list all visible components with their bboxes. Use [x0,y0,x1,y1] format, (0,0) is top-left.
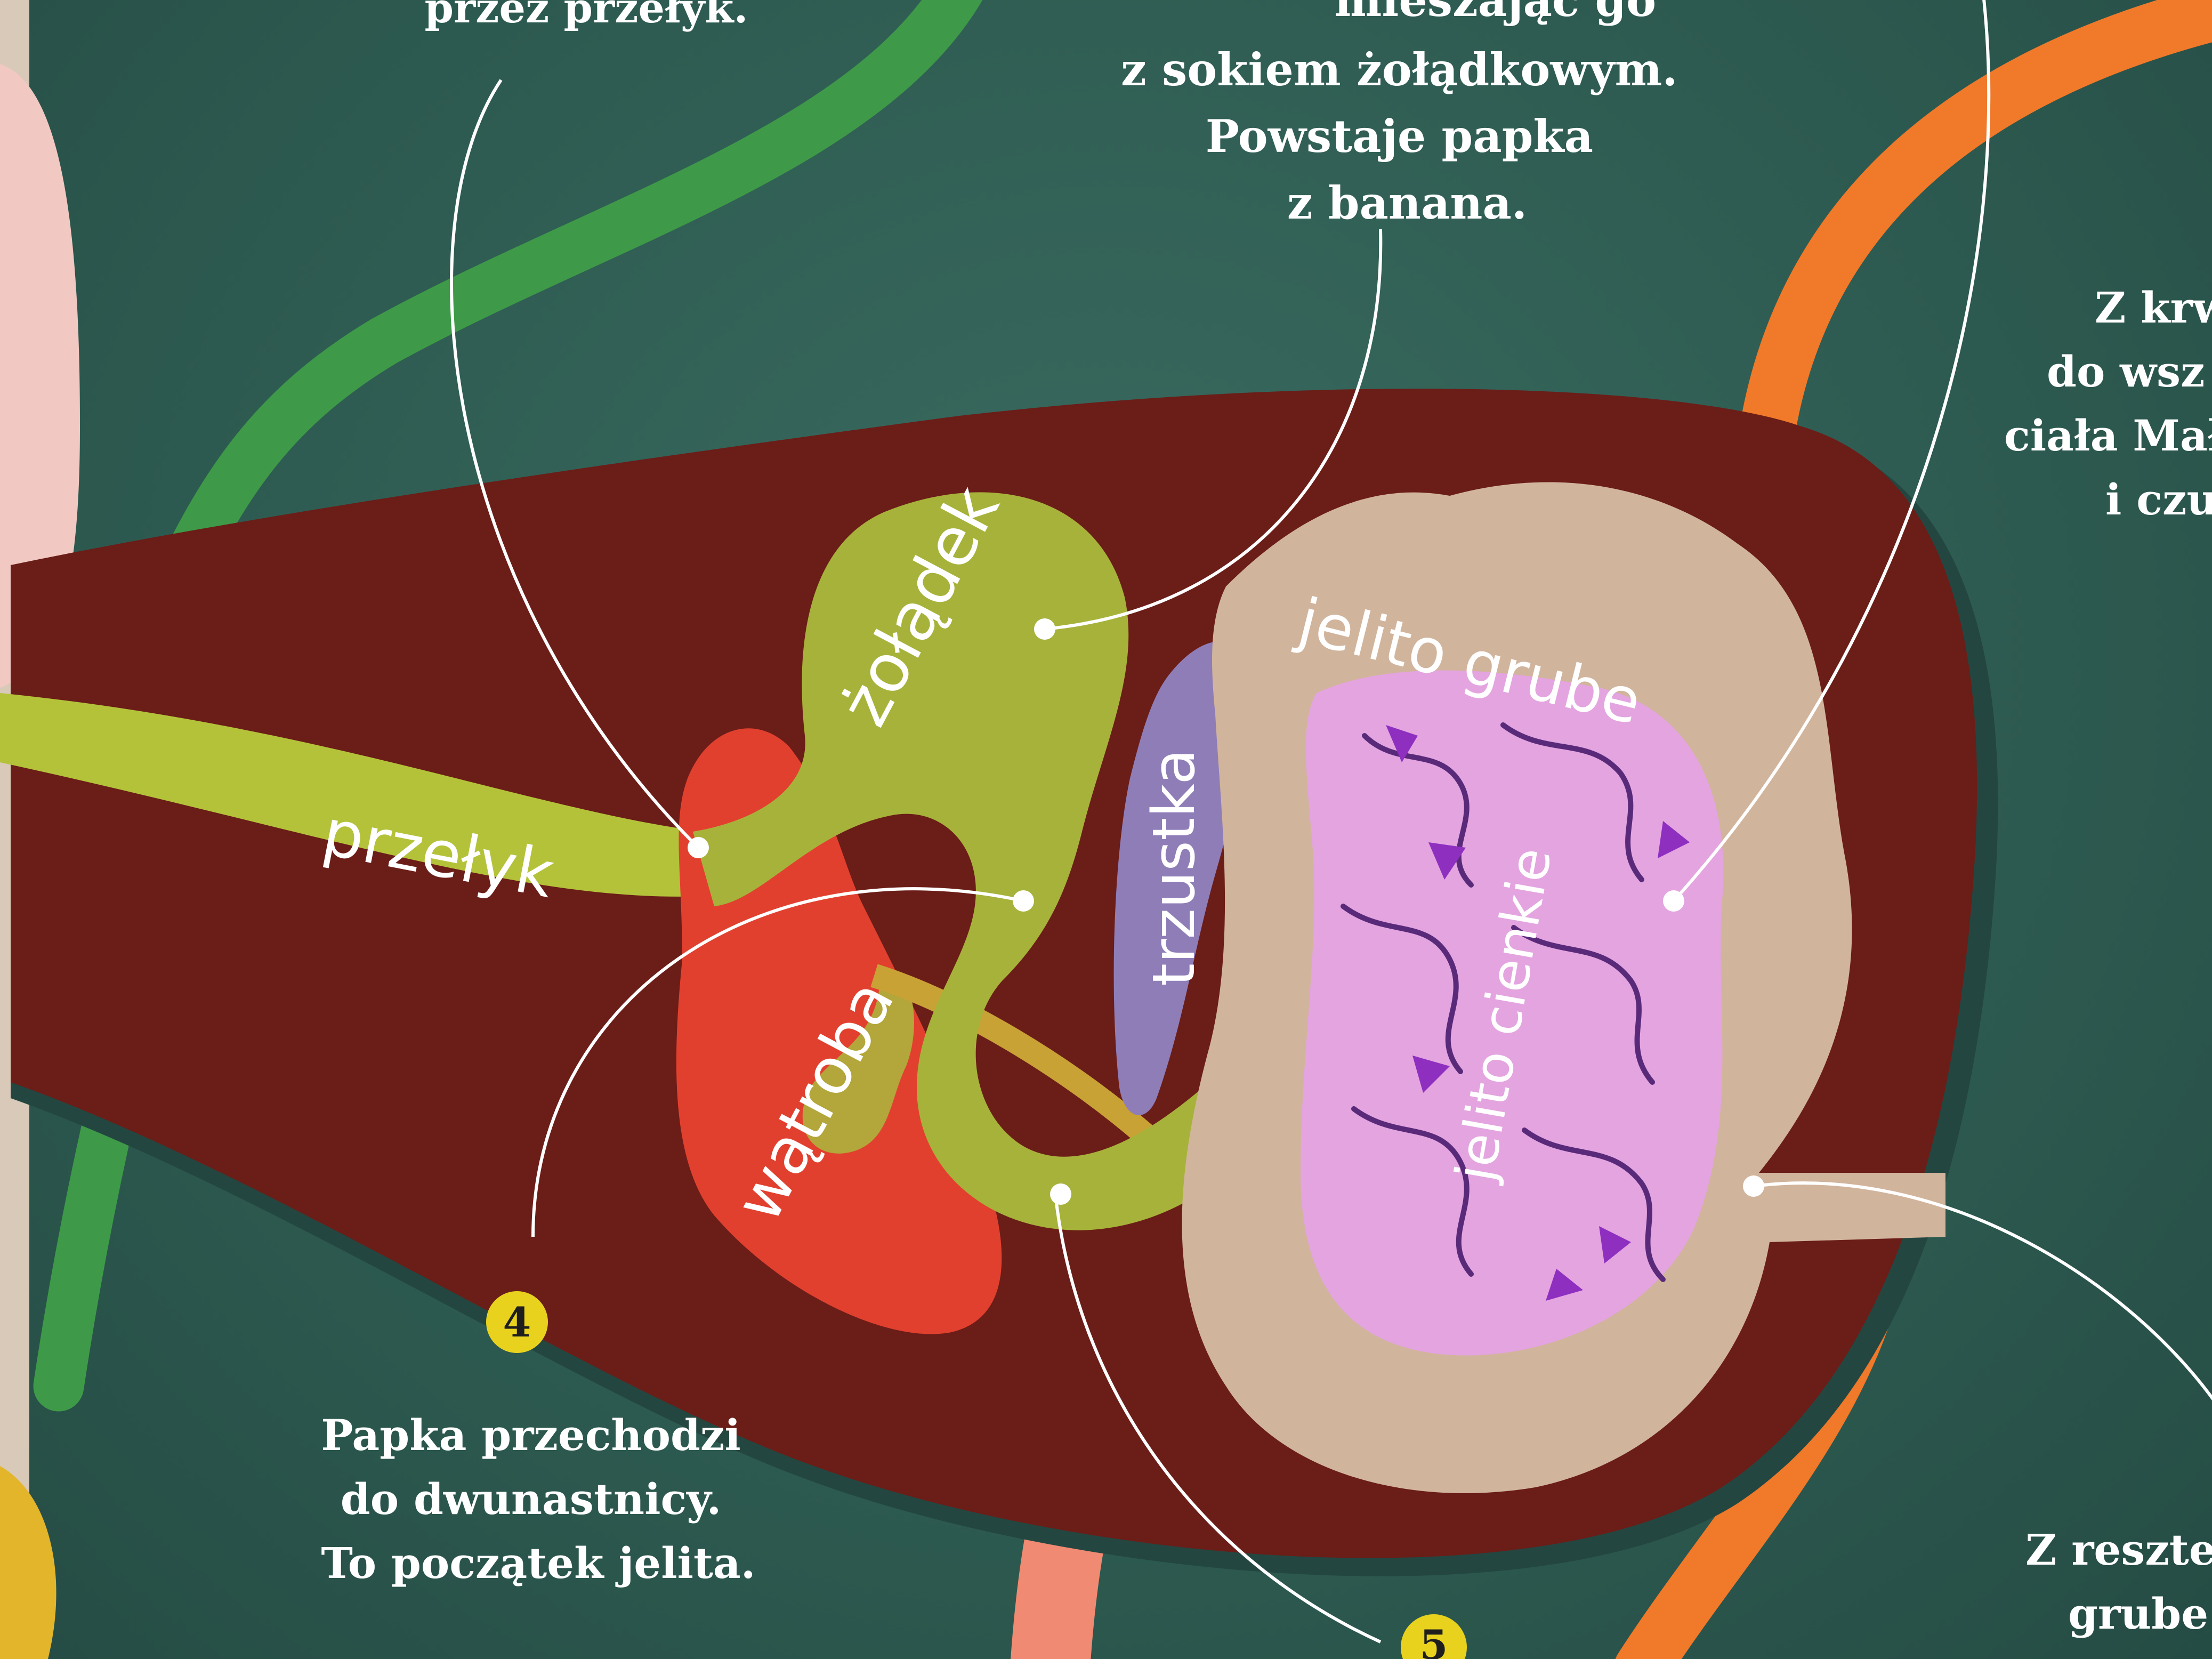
caption-line: do wsz [2047,347,2205,397]
dot-marker-icon [1743,1175,1764,1197]
caption-line: ciała Mał [2004,410,2212,461]
badge-number: 4 [503,1299,531,1346]
caption-line: z banana. [1287,176,1527,229]
callout-markers [688,618,1764,1205]
green-vessel-top [145,0,982,623]
small-intestine-shape [1301,670,1724,1356]
stomach-shape [693,492,1318,1230]
dot-marker-icon [1050,1183,1071,1205]
step-badge-4: 4 [486,1291,548,1353]
left-pink-shape [0,64,80,688]
small-intestine-shadows [1386,725,1690,1301]
caption-line: Z krw [2095,283,2212,333]
caption-top-left: przez przełyk. [424,0,748,33]
pancreas-shape [1113,641,1250,1116]
callout-line-step5 [1054,1194,1382,1644]
caption-line: przez przełyk. [424,0,748,33]
caption-line: do dwunastnicy. [341,1474,722,1524]
caption-line: Powstaje papka [1206,110,1593,163]
caption-line: mieszając go [1335,0,1657,27]
caption-line: i czu [2105,474,2212,525]
caption-step4: Papka przechodzi do dwunastnicy. To pocz… [321,1410,755,1588]
caption-line: Z resztek [2025,1525,2212,1575]
callout-line-duodenum [531,887,1024,1237]
dot-marker-icon [688,837,709,858]
callout-line-stomach [1044,229,1383,631]
caption-right-mid: Z krw do wsz ciała Mał i czu [2004,283,2212,525]
step-badge-5: 5 [1401,1614,1467,1659]
callout-line-colon [1753,1181,2212,1401]
badge-circle [486,1291,548,1353]
left-yellow-shape [0,1466,56,1659]
caption-line: To początek jelita. [321,1538,755,1588]
gallbladder-shape [802,986,914,1154]
callout-lines [450,0,2212,1644]
esophagus-shape [0,693,714,897]
callout-line-small-intestine [1672,0,1991,903]
callout-line-esophagus [450,79,700,849]
dot-marker-icon [1013,890,1034,912]
caption-line: grube o [2068,1589,2212,1639]
dot-marker-icon [1663,890,1684,912]
caption-line: Papka przechodzi [321,1410,740,1460]
caption-top-center: mieszając go z sokiem żołądkowym. Powsta… [1121,0,1693,229]
badge-circle [1401,1614,1467,1659]
bile-duct [870,964,1154,1145]
dot-marker-icon [1034,618,1055,640]
label-pancreas: trzustka [1140,749,1208,986]
caption-line: z sokiem żołądkowym. [1121,43,1678,96]
caption-bottom-right: Z resztek grube o [2025,1525,2212,1639]
badge-number: 5 [1420,1621,1448,1659]
